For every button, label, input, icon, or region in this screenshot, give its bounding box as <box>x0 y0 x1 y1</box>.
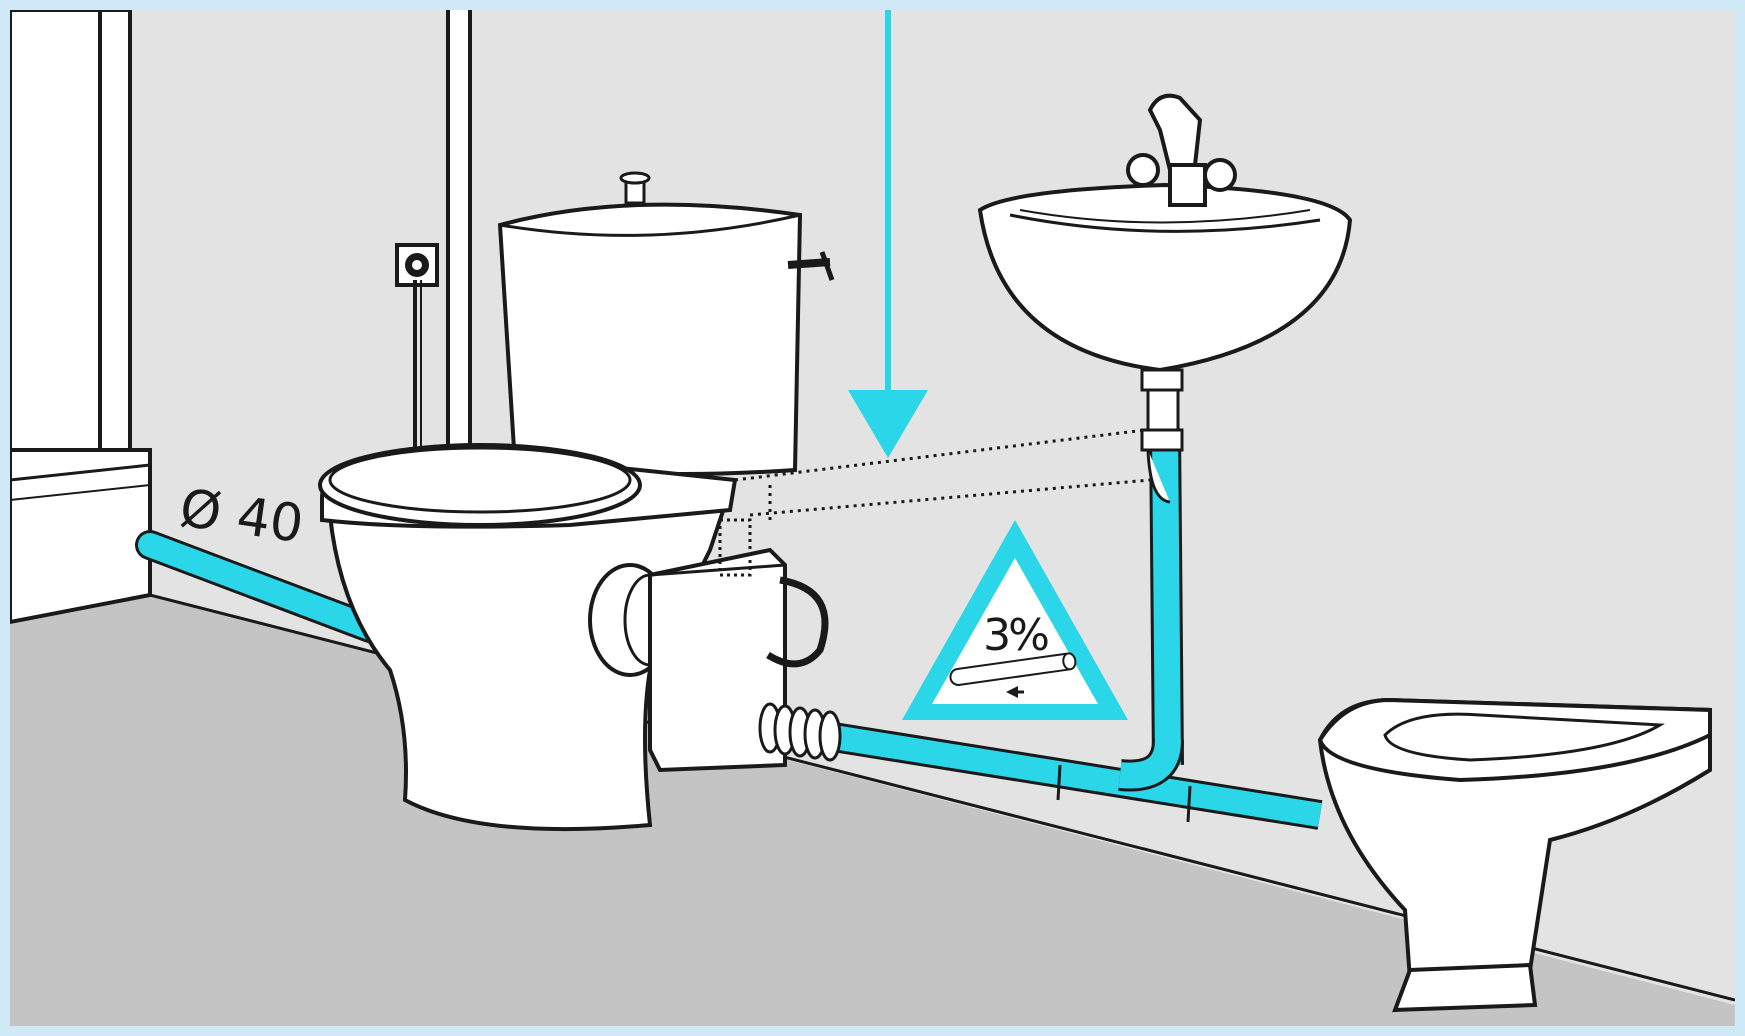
bathroom-plumbing-diagram: Ø 40 <box>10 10 1735 1026</box>
shower-enclosure <box>10 10 150 622</box>
door-frame <box>448 10 470 450</box>
slope-percent-label: 3% <box>983 610 1048 661</box>
